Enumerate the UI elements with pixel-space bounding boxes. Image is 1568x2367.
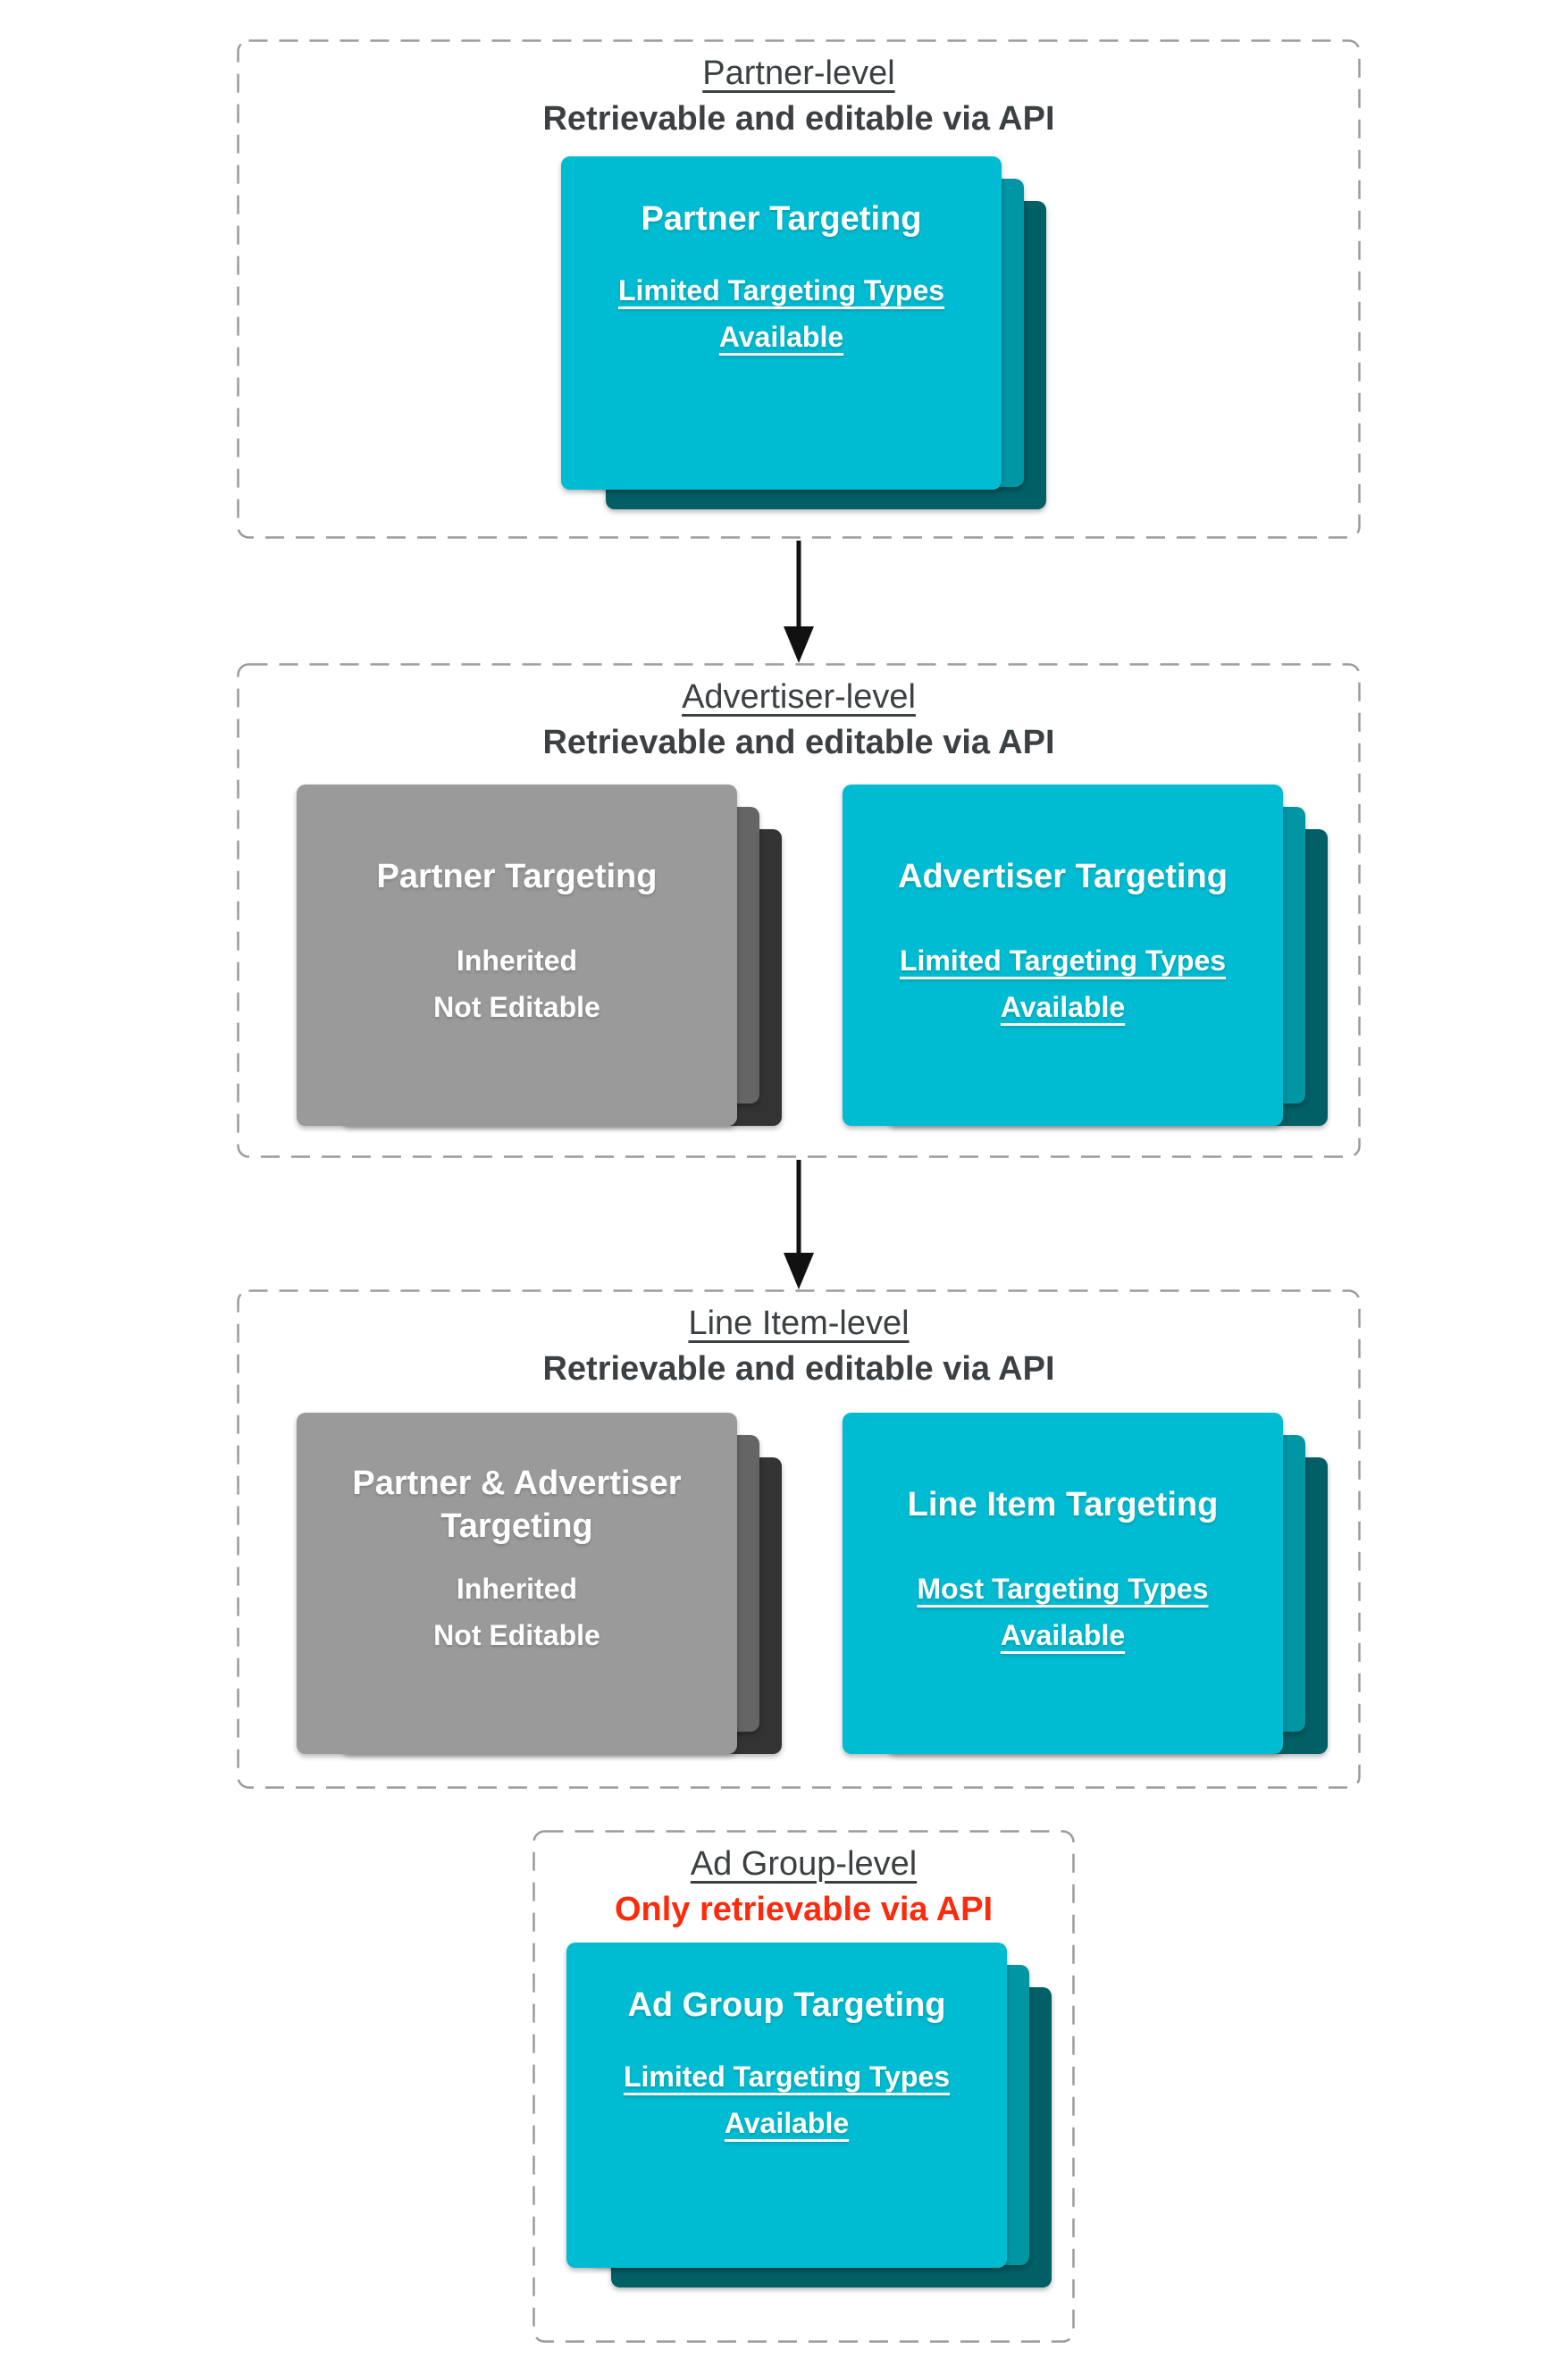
card-body-line: Limited Targeting Types xyxy=(623,2061,951,2093)
level-title: Advertiser-level xyxy=(682,678,916,716)
card-body-line: Available xyxy=(718,321,844,353)
card-title: Partner Targeting xyxy=(641,200,922,238)
card-body: Limited Targeting Types Available xyxy=(602,2053,971,2146)
level-subtitle: Retrievable and editable via API xyxy=(542,100,1055,138)
card-stack-inherited-partner-advertiser: Partner & Advertiser Targeting Inherited… xyxy=(297,1413,782,1754)
panel-line-item-level: Line Item-level Retrievable and editable… xyxy=(237,1289,1361,1789)
card-partner-targeting-inherited: Partner Targeting Inherited Not Editable xyxy=(297,785,737,1126)
panel-heading: Partner-level Retrievable and editable v… xyxy=(237,39,1361,141)
card-body: Limited Targeting Types Available xyxy=(878,937,1247,1030)
level-subtitle: Only retrievable via API xyxy=(614,1891,994,1928)
card-body-line: Inherited xyxy=(456,944,578,977)
card-title: Advertiser Targeting xyxy=(898,857,1228,895)
panel-partner-level: Partner-level Retrievable and editable v… xyxy=(237,39,1361,539)
card-stack-ad-group-targeting: Ad Group Targeting Limited Targeting Typ… xyxy=(566,1943,1052,2287)
card-body-line: Not Editable xyxy=(433,991,600,1023)
card-body: Inherited Not Editable xyxy=(412,937,622,1030)
level-title: Partner-level xyxy=(702,55,895,92)
panel-heading: Line Item-level Retrievable and editable… xyxy=(237,1289,1361,1391)
card-title: Ad Group Targeting xyxy=(627,1986,946,2024)
card-title: Partner Targeting xyxy=(376,857,658,895)
card-body: Most Targeting Types Available xyxy=(896,1565,1230,1658)
card-title: Line Item Targeting xyxy=(907,1485,1219,1523)
panel-heading: Advertiser-level Retrievable and editabl… xyxy=(237,663,1361,765)
card-body-line: Available xyxy=(1000,1619,1126,1651)
card-stack-inherited-partner: Partner Targeting Inherited Not Editable xyxy=(297,785,782,1126)
panel-advertiser-level: Advertiser-level Retrievable and editabl… xyxy=(237,663,1361,1158)
card-stack-advertiser-targeting: Advertiser Targeting Limited Targeting T… xyxy=(843,785,1328,1126)
level-title: Line Item-level xyxy=(688,1305,910,1342)
card-advertiser-targeting: Advertiser Targeting Limited Targeting T… xyxy=(843,785,1283,1126)
card-body-line: Most Targeting Types xyxy=(917,1573,1209,1605)
panel-ad-group-level: Ad Group-level Only retrievable via API … xyxy=(532,1830,1075,2343)
card-ad-group-targeting: Ad Group Targeting Limited Targeting Typ… xyxy=(566,1943,1007,2268)
card-line-item-targeting: Line Item Targeting Most Targeting Types… xyxy=(843,1413,1283,1754)
down-arrow-icon xyxy=(784,541,814,663)
card-body-line: Not Editable xyxy=(433,1619,600,1651)
card-body-line: Inherited xyxy=(456,1573,578,1605)
level-subtitle: Retrievable and editable via API xyxy=(542,724,1055,761)
card-body-line: Available xyxy=(724,2107,850,2139)
level-subtitle: Retrievable and editable via API xyxy=(542,1350,1055,1388)
level-title: Ad Group-level xyxy=(690,1845,918,1883)
card-stack-line-item-targeting: Line Item Targeting Most Targeting Types… xyxy=(843,1413,1328,1754)
card-body: Inherited Not Editable xyxy=(412,1565,622,1658)
card-body-line: Available xyxy=(1000,991,1126,1023)
card-partner-targeting: Partner Targeting Limited Targeting Type… xyxy=(561,156,1002,490)
card-stack-partner-targeting: Partner Targeting Limited Targeting Type… xyxy=(561,156,1046,509)
card-body-line: Limited Targeting Types xyxy=(899,944,1227,977)
panel-heading: Ad Group-level Only retrievable via API xyxy=(532,1830,1075,1932)
down-arrow-icon xyxy=(784,1160,814,1289)
card-body-line: Limited Targeting Types xyxy=(617,274,945,306)
card-body: Limited Targeting Types Available xyxy=(597,267,966,360)
card-partner-advertiser-targeting: Partner & Advertiser Targeting Inherited… xyxy=(297,1413,737,1754)
card-title: Partner & Advertiser Targeting xyxy=(352,1464,682,1545)
